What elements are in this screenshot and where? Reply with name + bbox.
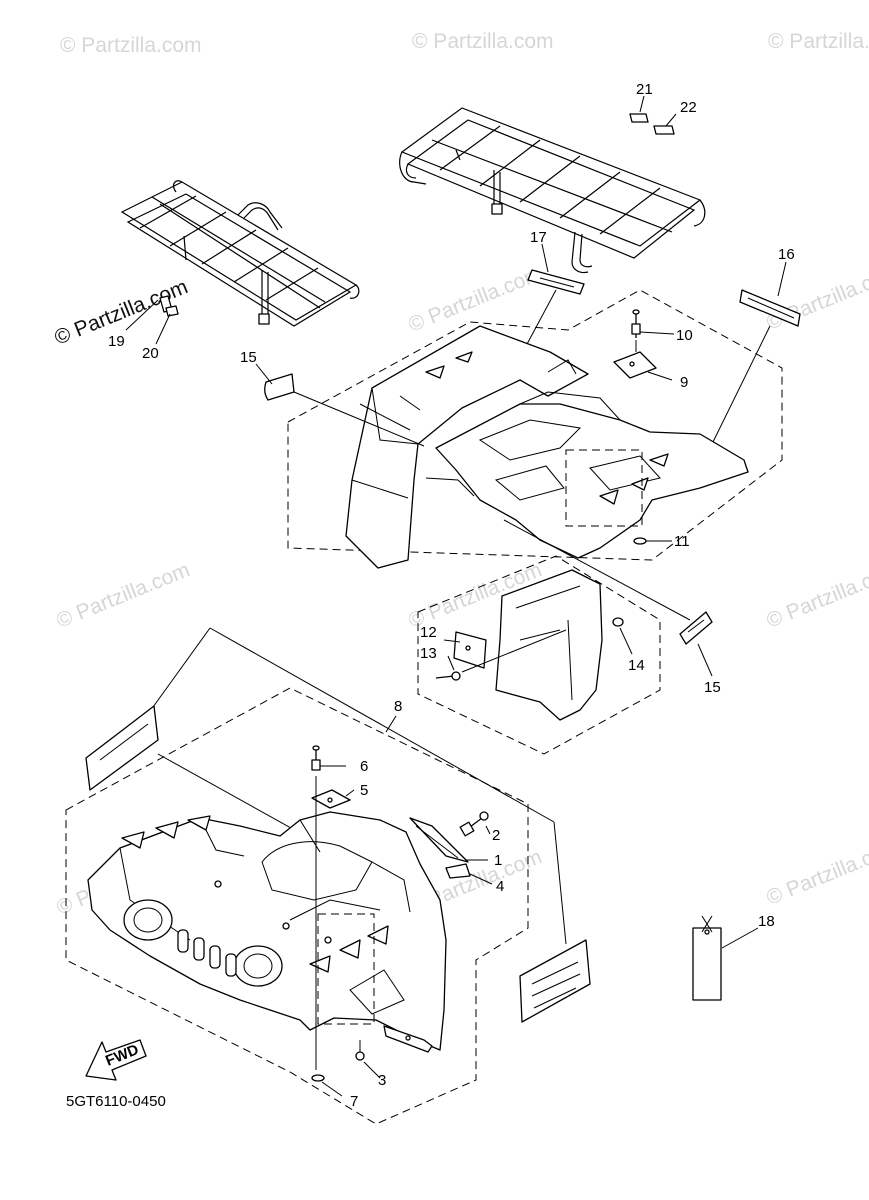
watermark: © Partzilla.com bbox=[763, 835, 869, 909]
bracket bbox=[355, 1025, 433, 1079]
callout-19: 19 bbox=[108, 333, 125, 350]
decal-15-right bbox=[503, 519, 713, 677]
watermark: © Partzilla.com bbox=[60, 34, 202, 57]
decal-16 bbox=[711, 261, 801, 445]
callout-11: 11 bbox=[674, 533, 690, 550]
callout-20: 20 bbox=[142, 345, 159, 362]
rivet-plate-9-10-11 bbox=[613, 309, 675, 545]
callout-18: 18 bbox=[758, 913, 775, 930]
watermark: © Partzilla.com bbox=[763, 260, 869, 334]
callout-14: 14 bbox=[628, 657, 645, 674]
mudflap-group-outline bbox=[417, 555, 661, 755]
callout-21: 21 bbox=[636, 81, 653, 98]
callout-13: 13 bbox=[420, 645, 437, 662]
callout-3: 3 bbox=[378, 1072, 386, 1089]
callout-2: 2 bbox=[492, 827, 500, 844]
watermark: © Partzilla.com bbox=[53, 558, 193, 632]
front-fender-group-outline bbox=[65, 687, 529, 1125]
rear-fender-group-outline bbox=[287, 289, 783, 561]
callout-15-right: 15 bbox=[704, 679, 721, 696]
decals-21-22 bbox=[629, 95, 677, 135]
callout-7: 7 bbox=[350, 1093, 358, 1110]
front-fender bbox=[87, 811, 447, 1051]
callout-16: 16 bbox=[778, 246, 795, 263]
callout-15-left: 15 bbox=[240, 349, 257, 366]
callout-5: 5 bbox=[360, 782, 368, 799]
rivet-plate-5-6-7 bbox=[311, 745, 355, 1097]
labels-19-20 bbox=[125, 295, 179, 345]
tag-18 bbox=[692, 915, 759, 1001]
decal-17 bbox=[525, 243, 585, 347]
callout-6: 6 bbox=[360, 758, 368, 775]
watermark: © Partzilla.com bbox=[763, 558, 869, 632]
part-8-lines bbox=[147, 627, 567, 945]
callout-17: 17 bbox=[530, 229, 547, 246]
callout-12: 12 bbox=[420, 624, 437, 641]
fwd-arrow: FWD bbox=[85, 1039, 147, 1081]
rear-carrier bbox=[399, 107, 706, 274]
callouts: 1 2 3 4 5 6 7 8 9 10 11 12 13 14 15 15 1… bbox=[108, 81, 795, 1110]
watermark: © Partzilla.com bbox=[412, 30, 554, 53]
callout-22: 22 bbox=[680, 99, 697, 116]
diagram-code: 5GT6110-0450 bbox=[66, 1093, 166, 1110]
watermark: © Partzilla.com bbox=[768, 30, 869, 53]
decal-grizzly bbox=[519, 939, 591, 1023]
rivet-plate-1-2-4 bbox=[409, 811, 493, 885]
callout-9: 9 bbox=[680, 374, 688, 391]
callout-8: 8 bbox=[394, 698, 402, 715]
rear-mud-flap bbox=[435, 569, 633, 721]
decal-15-left bbox=[255, 363, 425, 447]
callout-4: 4 bbox=[496, 878, 504, 895]
callout-10: 10 bbox=[676, 327, 693, 344]
callout-1: 1 bbox=[494, 852, 502, 869]
rear-fender bbox=[345, 325, 749, 569]
front-carrier bbox=[120, 180, 360, 327]
watermark: © Partzilla.com bbox=[405, 262, 545, 336]
